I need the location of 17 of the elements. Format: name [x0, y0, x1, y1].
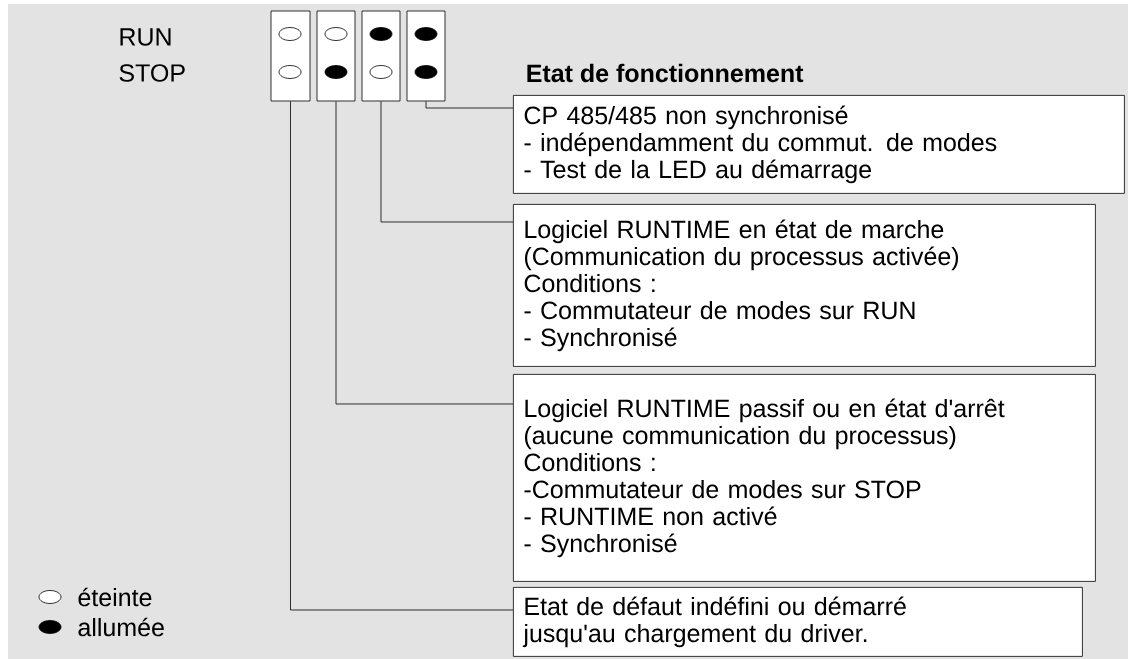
state-box: Etat de défaut indéfini ou démarré jusqu'au chargement du driver. [513, 587, 1083, 657]
heading: Etat de fonctionnement [527, 63, 804, 83]
led-box [316, 10, 356, 102]
connector-line [425, 101, 514, 109]
led-box [270, 10, 311, 102]
state-box: Logiciel RUNTIME passif ou en état d'arrêt (aucune communication du processus) Conditions : -Commutateur de modes sur STOP - RUNTIME non activé - Synchronisé [513, 374, 1096, 582]
connector-line [335, 101, 514, 405]
state-box: Logiciel RUNTIME en état de marche (Communication du processus activée) Conditions : - Commutateur de modes sur RUN - Synchronisé [513, 204, 1096, 367]
connector-line [290, 101, 514, 611]
led-box [361, 10, 401, 102]
legend-text: éteinte [78, 587, 152, 607]
row-label: STOP [119, 64, 185, 82]
row-label: RUN [120, 28, 171, 46]
led-box [406, 10, 446, 102]
connector-line [380, 101, 514, 223]
state-box: CP 485/485 non synchronisé - indépendamment du commut. de modes - Test de la LED au démarrage [513, 95, 1125, 194]
legend-text: allumée [78, 617, 164, 637]
